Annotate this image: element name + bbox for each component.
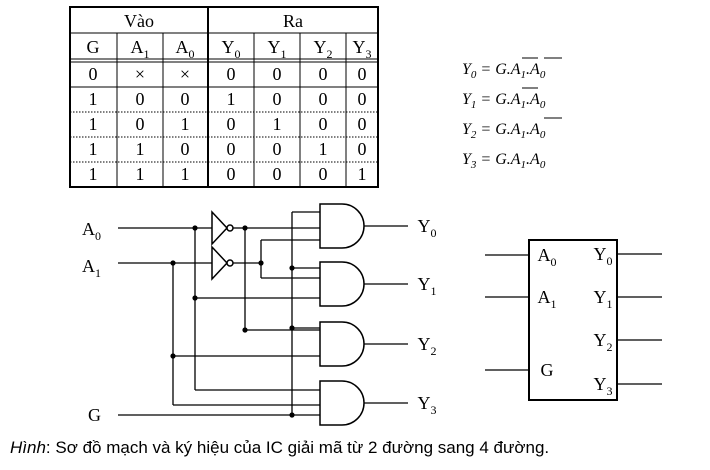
table-cell: 0 <box>181 139 190 159</box>
and-gate-y2 <box>319 321 365 367</box>
table-cell: 0 <box>181 89 190 109</box>
caption-label: Hình <box>10 438 46 457</box>
junction-dot <box>289 265 295 271</box>
and-gate-y3 <box>319 380 365 426</box>
figure-caption: Hình: Sơ đồ mạch và ký hiệu của IC giải … <box>10 438 549 457</box>
ic-body <box>528 239 618 401</box>
ic-input-label: A1 <box>538 287 557 311</box>
output-y3-label: Y3 <box>418 393 437 417</box>
table-cell: 1 <box>89 89 98 109</box>
table-cell: 1 <box>89 164 98 184</box>
junction-dot <box>258 260 264 266</box>
table-cell: 1 <box>89 114 98 134</box>
equation-y1: Y1 = G.A1.A0 <box>462 91 546 111</box>
table-cell: 0 <box>319 64 328 84</box>
logic-circuit: A0 A1 G <box>82 203 437 426</box>
junction-dot <box>170 353 176 359</box>
table-cell: 0 <box>358 114 367 134</box>
truth-table-frame <box>69 6 379 188</box>
junction-dot <box>289 412 295 418</box>
column-headers: G A1 A0 Y0 Y1 Y2 Y3 <box>87 37 372 61</box>
group-inputs-label: Vào <box>124 11 154 31</box>
junction-dot <box>192 225 198 231</box>
output-y2-label: Y2 <box>418 334 437 358</box>
table-cell: 0 <box>358 64 367 84</box>
table-cell: 0 <box>136 89 145 109</box>
input-a0-label: A0 <box>82 219 101 243</box>
a1-inverter <box>211 245 229 281</box>
output-y0-label: Y0 <box>418 216 437 240</box>
input-a1-label: A1 <box>82 256 101 280</box>
table-cell: 0 <box>227 114 236 134</box>
table-cell: 1 <box>181 114 190 134</box>
table-cell: 1 <box>319 139 328 159</box>
truth-table: Vào Ra G A1 A0 Y0 Y1 Y2 Y3 0 × × 0 0 0 0 1 0 0 1 0 0 0 1 0 1 0 1… <box>69 6 379 188</box>
equation-y0: Y0 = G.A1.A0 <box>462 61 546 81</box>
ic-input-label: G <box>541 360 554 380</box>
ic-input-label: A0 <box>538 245 557 269</box>
table-cell: 1 <box>89 139 98 159</box>
table-cell: 1 <box>181 164 190 184</box>
table-cell: 0 <box>273 64 282 84</box>
column-header: A0 <box>176 37 195 61</box>
table-cell: 0 <box>227 164 236 184</box>
table-cell: 1 <box>136 164 145 184</box>
ic-output-label: Y2 <box>594 330 613 354</box>
table-cell: 0 <box>273 89 282 109</box>
table-cell: 1 <box>136 139 145 159</box>
table-cell: 0 <box>227 64 236 84</box>
table-cell: 0 <box>227 139 236 159</box>
a0-inverter-bubble <box>226 224 234 232</box>
table-cell: 0 <box>89 64 98 84</box>
table-cell: 0 <box>273 139 282 159</box>
column-header: Y0 <box>222 37 241 61</box>
table-cell: 1 <box>273 114 282 134</box>
table-cell: 1 <box>227 89 236 109</box>
junction-dot <box>242 327 248 333</box>
column-header: Y2 <box>314 37 333 61</box>
junction-dot <box>289 325 295 331</box>
table-cell: 0 <box>319 114 328 134</box>
ic-output-label: Y0 <box>594 244 613 268</box>
group-outputs-label: Ra <box>283 11 303 31</box>
column-header: Y1 <box>268 37 287 61</box>
boolean-equations: Y0 = G.A1.A0 Y1 = G.A1.A0 Y2 = G.A1.A0 Y3 =… <box>462 57 562 171</box>
table-cell: 0 <box>136 114 145 134</box>
and-gate-y1 <box>319 261 365 307</box>
caption-text: : Sơ đồ mạch và ký hiệu của IC giải mã t… <box>46 438 549 457</box>
table-cell: 1 <box>358 164 367 184</box>
junction-dot <box>170 260 176 266</box>
table-cell: 0 <box>319 89 328 109</box>
table-cell: 0 <box>358 139 367 159</box>
column-header: Y3 <box>353 37 372 61</box>
table-cell: × <box>180 64 190 84</box>
ic-output-label: Y1 <box>594 287 613 311</box>
junction-dot <box>242 225 248 231</box>
equation-y2: Y2 = G.A1.A0 <box>462 121 546 141</box>
input-g-label: G <box>88 405 101 425</box>
table-cell: 0 <box>273 164 282 184</box>
output-y1-label: Y1 <box>418 274 437 298</box>
a1-inverter-bubble <box>226 259 234 267</box>
ic-output-label: Y3 <box>594 374 613 398</box>
a0-inverter <box>211 210 229 246</box>
and-gate-y0 <box>319 203 365 249</box>
table-cell: 0 <box>319 164 328 184</box>
table-cell: 0 <box>358 89 367 109</box>
junction-dot <box>192 295 198 301</box>
truth-table-body: 0 × × 0 0 0 0 1 0 0 1 0 0 0 1 0 1 0 1 0 0 1 1 0 0 0 1 0 1 1 1 0 0 0 1 <box>89 64 367 184</box>
table-cell: × <box>135 64 145 84</box>
column-header: A1 <box>131 37 150 61</box>
column-header: G <box>87 37 100 57</box>
equation-y3: Y3 = G.A1.A0 <box>462 151 546 171</box>
